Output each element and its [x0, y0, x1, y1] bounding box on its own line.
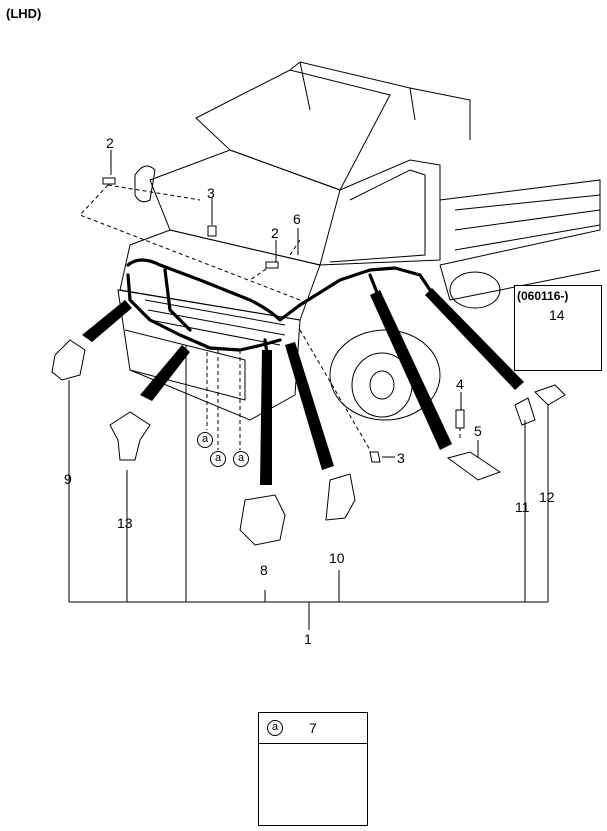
- part-5-sketch: [446, 451, 502, 481]
- part-13-sketch: [109, 411, 151, 461]
- callout-6: 6: [293, 211, 301, 227]
- front-wheel-arch: [329, 329, 441, 421]
- assembly-bracket: [68, 345, 549, 630]
- callout-4: 4: [456, 376, 464, 392]
- part-8-sketch: [239, 494, 286, 546]
- part-2b-sketch: [265, 261, 279, 269]
- part-3a-sketch: [207, 225, 217, 237]
- cab-door: [329, 169, 426, 263]
- mirror: [134, 165, 156, 203]
- callout-5: 5: [474, 423, 482, 439]
- callout-10: 10: [329, 550, 345, 566]
- pointer-5: [370, 290, 452, 450]
- part-10-sketch: [325, 473, 356, 521]
- part-11-sketch: [514, 397, 536, 426]
- ref-mark-a: a: [233, 451, 249, 467]
- rear-wheel-arch: [449, 271, 501, 309]
- part-7-box: a 7: [258, 712, 368, 826]
- part-2a-sketch: [102, 177, 116, 185]
- callout-2-upper: 2: [106, 135, 114, 151]
- callout-8: 8: [260, 562, 268, 578]
- harness-branch-left: [126, 273, 282, 352]
- pointer-8: [260, 350, 272, 485]
- bumper: [124, 329, 246, 401]
- cab-windshield: [149, 149, 341, 266]
- inset-date-code: (060116-): [517, 289, 569, 303]
- harness-branch-mid: [163, 268, 192, 332]
- ref-mark-a: a: [210, 451, 226, 467]
- cab-roof: [195, 69, 391, 191]
- ref-mark-a: a: [197, 432, 213, 448]
- callout-3-upper: 3: [207, 185, 215, 201]
- rear-rack: [289, 61, 471, 140]
- callout-13: 13: [117, 515, 133, 531]
- cab-front-face: [117, 289, 301, 421]
- pointer-13: [140, 345, 190, 401]
- pointer-11: [425, 288, 524, 390]
- pointer-10: [285, 342, 334, 470]
- part-3b-sketch: [369, 451, 381, 463]
- pointer-9: [82, 300, 132, 342]
- part-12-sketch: [534, 384, 566, 406]
- wheel-hub: [369, 370, 395, 400]
- variant-label: (LHD): [6, 6, 42, 21]
- cab-side: [319, 159, 441, 266]
- callout-3-lower: 3: [397, 450, 405, 466]
- callout-1: 1: [304, 631, 312, 647]
- callout-14: 14: [549, 307, 565, 323]
- part-4-sketch: [455, 409, 465, 429]
- main-harness: [126, 258, 432, 322]
- inset-part-14: (060116-) 14: [514, 285, 602, 371]
- truck-bed: [439, 179, 601, 266]
- callout-2-lower: 2: [271, 225, 279, 241]
- cab-hood: [119, 229, 321, 321]
- part-7-header: a 7: [259, 713, 367, 744]
- callout-9: 9: [64, 471, 72, 487]
- bed-rear: [439, 264, 601, 301]
- ref-mark-a: a: [267, 720, 283, 736]
- callout-12: 12: [539, 489, 555, 505]
- callout-7: 7: [309, 720, 317, 736]
- part-9-sketch: [51, 339, 86, 381]
- callout-11: 11: [515, 499, 530, 515]
